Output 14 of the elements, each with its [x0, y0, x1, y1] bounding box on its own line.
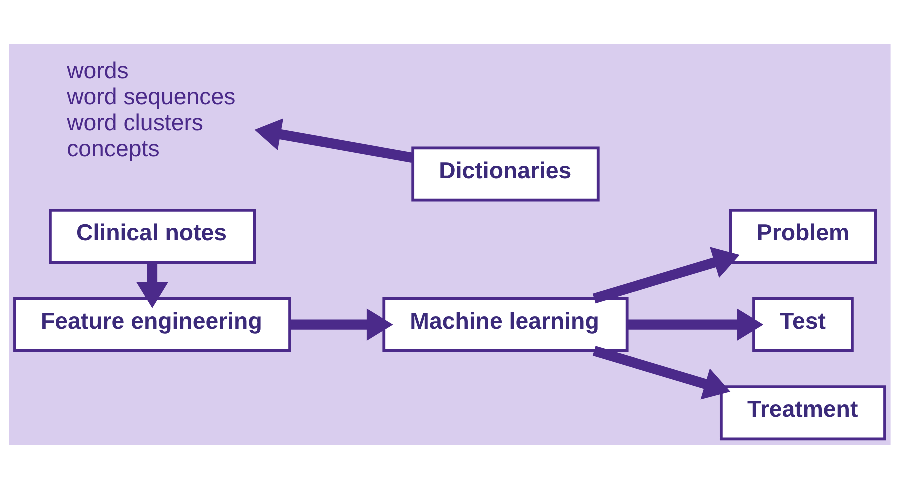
arrow [136, 262, 168, 308]
node-box: Problem [728, 208, 877, 264]
node-box: Feature engineering [13, 296, 291, 352]
arrow [592, 346, 730, 400]
arrow [592, 246, 740, 304]
node-box: Clinical notes [48, 208, 256, 264]
arrow [254, 118, 414, 162]
arrow [626, 308, 764, 340]
node-box: Dictionaries [411, 146, 600, 202]
arrow [290, 308, 393, 340]
node-box: Test [752, 296, 854, 352]
node-box: Treatment [719, 385, 886, 440]
node-text: words word sequences word clusters concepts [66, 56, 236, 162]
node-box: Machine learning [382, 296, 628, 352]
